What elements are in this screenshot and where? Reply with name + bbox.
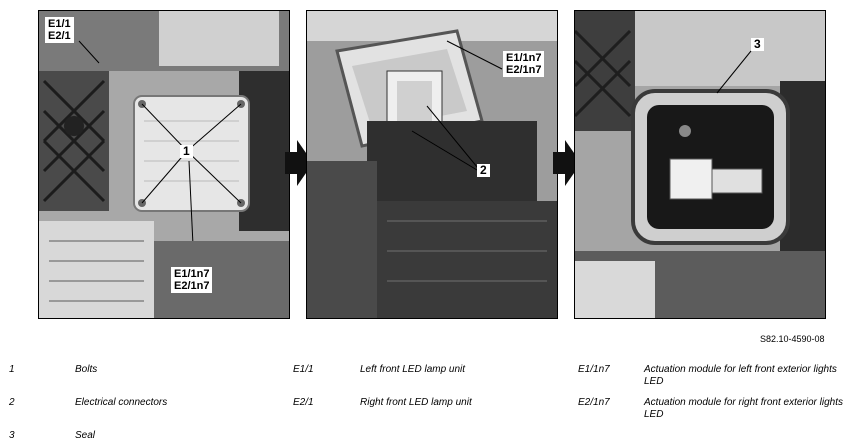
- legend-text: Bolts: [75, 364, 98, 375]
- callout-e1-e2-lamp-unit: E1/1 E2/1: [45, 17, 74, 43]
- legend-text: Left front LED lamp unit: [360, 364, 466, 375]
- photo-lamp-module-bolts: E1/1 E2/1 1 E1/1n7 E2/1n7: [38, 10, 290, 319]
- legend-key: E2/1: [293, 397, 314, 408]
- legend-text: Electrical connectors: [75, 397, 168, 408]
- callout-2: 2: [477, 164, 490, 177]
- legend: 1 Bolts 2 Electrical connectors 3 Seal E…: [0, 360, 848, 447]
- photo-seal: 3: [574, 10, 826, 319]
- callout-1: 1: [180, 145, 193, 158]
- legend-text: Right front LED lamp unit: [360, 397, 472, 408]
- photo-electrical-connectors: E1/1n7 E2/1n7 2: [306, 10, 558, 319]
- legend-text: Actuation module for left front exterior…: [644, 364, 837, 387]
- figure-id: S82.10-4590-08: [760, 334, 825, 344]
- legend-key: E1/1n7: [578, 364, 610, 375]
- photo-1-illustration: [39, 11, 289, 318]
- legend-text: Actuation module for right front exterio…: [644, 397, 843, 420]
- callout-3: 3: [751, 38, 764, 51]
- arrow-right-icon: [285, 140, 313, 186]
- arrow-right-icon: [553, 140, 581, 186]
- legend-key: E1/1: [293, 364, 314, 375]
- legend-key: 2: [9, 397, 15, 408]
- legend-key: 3: [9, 430, 15, 441]
- callout-actuation-module: E1/1n7 E2/1n7: [503, 51, 545, 77]
- photo-2-illustration: [307, 11, 557, 318]
- callout-actuation-module: E1/1n7 E2/1n7: [171, 267, 213, 293]
- legend-key: E2/1n7: [578, 397, 610, 408]
- legend-text: Seal: [75, 430, 96, 441]
- legend-key: 1: [9, 364, 15, 375]
- photo-3-illustration: [575, 11, 825, 318]
